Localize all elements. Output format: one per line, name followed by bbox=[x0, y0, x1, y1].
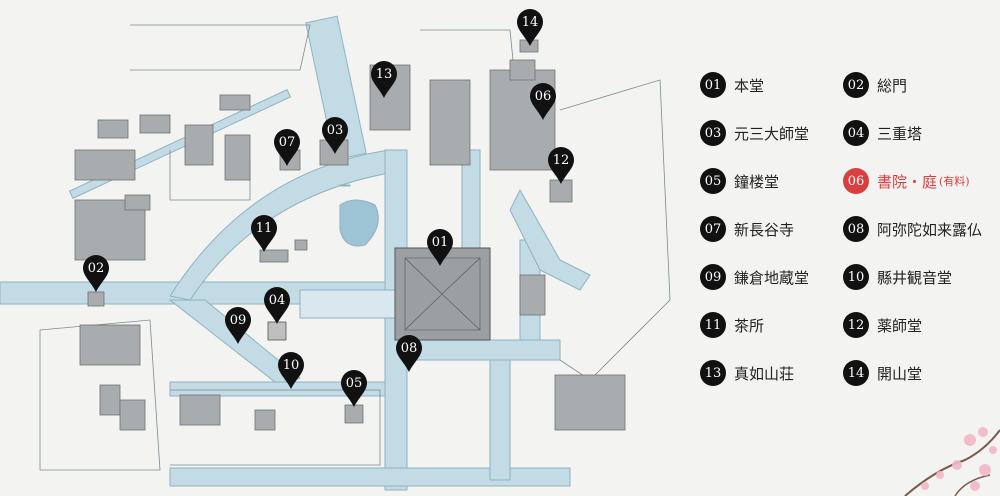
legend-item-10[interactable]: 10 縣井観音堂 bbox=[843, 264, 952, 290]
legend-item-label: 本堂 bbox=[734, 76, 765, 95]
main-hall bbox=[267, 247, 491, 341]
legend-item-12[interactable]: 12 薬師堂 bbox=[843, 312, 922, 338]
legend-item-label: 元三大師堂 bbox=[734, 124, 810, 143]
legend-item-03[interactable]: 03 元三大師堂 bbox=[700, 120, 809, 146]
legend-item-note: (有料) bbox=[939, 175, 970, 188]
svg-text:11: 11 bbox=[256, 221, 273, 236]
svg-text:13: 13 bbox=[376, 67, 393, 82]
legend-item-label: 総門 bbox=[877, 76, 908, 95]
legend-item-14[interactable]: 14 開山堂 bbox=[843, 360, 922, 386]
legend-item-08[interactable]: 08 阿弥陀如来露仏 bbox=[843, 216, 982, 242]
map-pin-10[interactable]: 10 bbox=[278, 352, 304, 389]
temple-map: 01 02 03 04 05 06 07 08 bbox=[0, 9, 671, 491]
svg-text:09: 09 bbox=[230, 313, 247, 328]
legend-number-badge: 04 bbox=[843, 120, 869, 146]
legend-item-label: 阿弥陀如来露仏 bbox=[877, 220, 983, 239]
svg-text:08: 08 bbox=[401, 341, 418, 356]
map-pin-01[interactable]: 01 bbox=[427, 229, 453, 266]
legend-number-badge: 01 bbox=[700, 72, 726, 98]
legend-item-label: 書院・庭 bbox=[877, 172, 938, 191]
map-pin-05[interactable]: 05 bbox=[341, 370, 367, 407]
map-pin-06[interactable]: 06 bbox=[530, 83, 556, 120]
legend-item-02[interactable]: 02 総門 bbox=[843, 72, 907, 98]
legend-item-label: 鎌倉地蔵堂 bbox=[734, 268, 810, 287]
legend-number-badge: 03 bbox=[700, 120, 726, 146]
svg-text:02: 02 bbox=[88, 261, 105, 276]
map-pins: 01 02 03 04 05 06 07 08 bbox=[83, 9, 574, 407]
svg-text:06: 06 bbox=[535, 89, 552, 104]
map-pin-14[interactable]: 14 bbox=[517, 9, 543, 46]
map-pin-02[interactable]: 02 bbox=[83, 255, 109, 292]
svg-text:10: 10 bbox=[283, 358, 300, 373]
legend-number-badge: 05 bbox=[700, 168, 726, 194]
map-pin-09[interactable]: 09 bbox=[225, 307, 251, 344]
legend-number-badge: 02 bbox=[843, 72, 869, 98]
legend-item-06[interactable]: 06 書院・庭 (有料) bbox=[843, 168, 970, 194]
legend-number-badge: 11 bbox=[700, 312, 726, 338]
legend-item-05[interactable]: 05 鐘楼堂 bbox=[700, 168, 779, 194]
svg-text:14: 14 bbox=[522, 15, 539, 30]
legend-item-09[interactable]: 09 鎌倉地蔵堂 bbox=[700, 264, 809, 290]
legend-item-label: 新長谷寺 bbox=[734, 220, 795, 239]
legend-number-badge: 06 bbox=[843, 168, 869, 194]
legend-item-label: 薬師堂 bbox=[877, 316, 923, 335]
legend-item-label: 鐘楼堂 bbox=[734, 172, 780, 191]
legend-number-badge: 08 bbox=[843, 216, 869, 242]
legend-number-badge: 07 bbox=[700, 216, 726, 242]
legend-item-label: 開山堂 bbox=[877, 364, 923, 383]
map-pin-13[interactable]: 13 bbox=[371, 61, 397, 98]
legend-item-07[interactable]: 07 新長谷寺 bbox=[700, 216, 794, 242]
legend-number-badge: 10 bbox=[843, 264, 869, 290]
map-pin-08[interactable]: 08 bbox=[396, 335, 422, 372]
legend-item-01[interactable]: 01 本堂 bbox=[700, 72, 764, 98]
legend-item-04[interactable]: 04 三重塔 bbox=[843, 120, 922, 146]
svg-text:12: 12 bbox=[553, 153, 570, 168]
legend-number-badge: 14 bbox=[843, 360, 869, 386]
map-buildings bbox=[74, 39, 626, 431]
legend-item-13[interactable]: 13 真如山荘 bbox=[700, 360, 794, 386]
map-pin-03[interactable]: 03 bbox=[322, 117, 348, 154]
legend-number-badge: 13 bbox=[700, 360, 726, 386]
svg-text:04: 04 bbox=[269, 293, 286, 308]
legend-number-badge: 12 bbox=[843, 312, 869, 338]
map-outlines bbox=[39, 24, 671, 471]
map-pin-04[interactable]: 04 bbox=[264, 287, 290, 324]
cherry-blossom-decoration bbox=[904, 427, 1000, 496]
legend-number-badge: 09 bbox=[700, 264, 726, 290]
svg-text:03: 03 bbox=[327, 123, 344, 138]
legend-item-label: 三重塔 bbox=[877, 124, 923, 143]
svg-text:05: 05 bbox=[346, 376, 363, 391]
map-pin-12[interactable]: 12 bbox=[548, 147, 574, 184]
svg-text:07: 07 bbox=[279, 135, 296, 150]
legend-item-label: 真如山荘 bbox=[734, 364, 795, 383]
legend-item-11[interactable]: 11 茶所 bbox=[700, 312, 764, 338]
legend-item-label: 茶所 bbox=[734, 316, 765, 335]
map-pin-07[interactable]: 07 bbox=[274, 129, 300, 166]
svg-text:01: 01 bbox=[432, 235, 449, 250]
map-pin-11[interactable]: 11 bbox=[251, 215, 277, 252]
legend-item-label: 縣井観音堂 bbox=[877, 268, 953, 287]
